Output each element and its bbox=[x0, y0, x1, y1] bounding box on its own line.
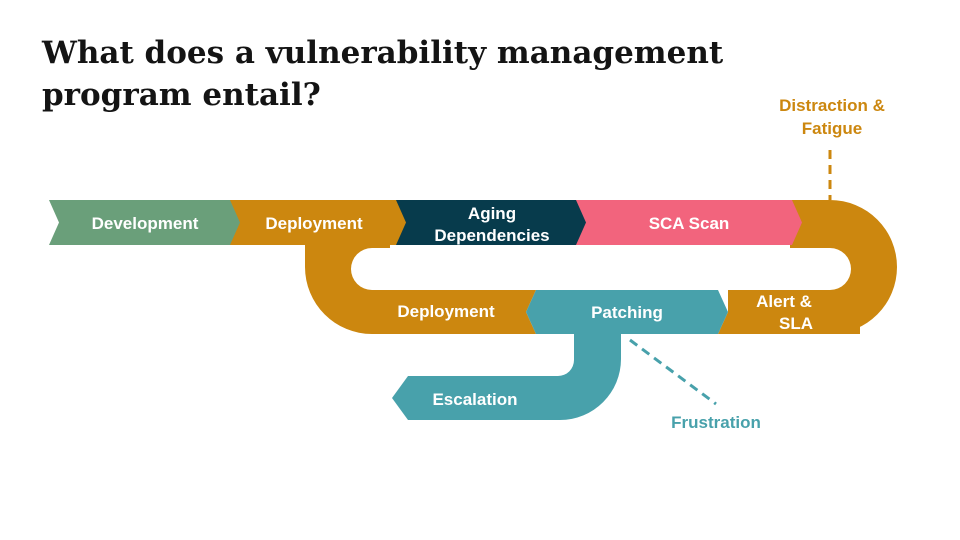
stage-deployment-bottom bbox=[372, 290, 536, 334]
label-development: Development bbox=[92, 214, 199, 233]
stage-aging-dependencies bbox=[396, 200, 588, 245]
annotation-distraction-line2: Fatigue bbox=[802, 119, 862, 138]
escalation-bend bbox=[554, 330, 621, 420]
label-aging-line2: Dependencies bbox=[434, 226, 549, 245]
label-patching: Patching bbox=[591, 303, 663, 322]
label-aging-line1: Aging bbox=[468, 204, 516, 223]
stage-escalation bbox=[392, 376, 560, 420]
stage-alert-sla bbox=[718, 290, 860, 334]
label-sca-scan: SCA Scan bbox=[649, 214, 730, 233]
left-uturn-band bbox=[305, 245, 390, 334]
page-title: What does a vulnerability management pro… bbox=[42, 35, 724, 113]
label-deployment-bottom: Deployment bbox=[397, 302, 495, 321]
label-alert-line2: SLA bbox=[779, 314, 813, 333]
label-alert-line1: Alert & bbox=[756, 292, 812, 311]
label-deployment-top: Deployment bbox=[265, 214, 363, 233]
stage-patching bbox=[526, 290, 728, 334]
stage-development bbox=[49, 200, 242, 245]
stage-sca-scan bbox=[576, 200, 802, 245]
annotation-distraction-line1: Distraction & bbox=[779, 96, 885, 115]
annotation-frustration: Frustration bbox=[671, 413, 761, 432]
stage-deployment-top bbox=[230, 200, 408, 245]
frustration-dashed-line bbox=[629, 338, 717, 406]
label-escalation: Escalation bbox=[432, 390, 517, 409]
